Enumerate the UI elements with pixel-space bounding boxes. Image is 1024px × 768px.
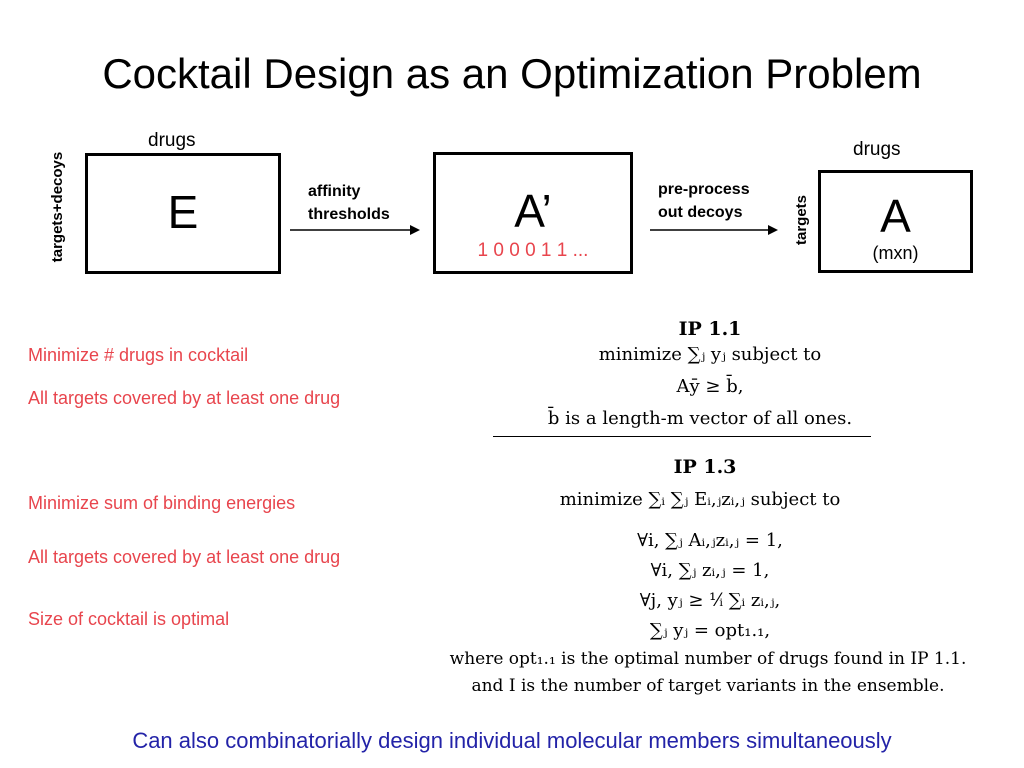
box-e-top-label: drugs [148, 130, 196, 151]
box-a-side-label: targets [793, 194, 810, 246]
matrix-a-prime-letter: A’ [514, 185, 552, 237]
ip-divider [493, 436, 871, 437]
ip13-line-6: where opt₁.₁ is the optimal number of dr… [449, 649, 967, 669]
binary-vector: 1 0 0 0 1 1 ... [477, 240, 589, 261]
matrix-a-box [818, 170, 973, 273]
matrix-a-letter: A [880, 190, 911, 242]
ip11-line-3: b̄ is a length-m vector of all ones. [547, 408, 853, 429]
ip13-line-1: minimize ∑ᵢ ∑ⱼ Eᵢ,ⱼzᵢ,ⱼ subject to [559, 489, 841, 510]
ip13-note-1: Minimize sum of binding energies [28, 493, 296, 513]
arrow-right-icon [650, 225, 778, 235]
matrix-e-letter: E [167, 186, 199, 238]
matrix-a-prime-box [433, 152, 633, 274]
ip11-note-2: All targets covered by at least one drug [28, 388, 341, 408]
arrow1-label-line1: affinity [308, 183, 361, 200]
matrix-a-dims: (mxn) [872, 243, 919, 263]
ip13-heading: IP 1.3 [673, 456, 737, 478]
matrix-e-box [85, 153, 281, 274]
arrow2-label-line1: pre-process [658, 181, 750, 198]
ip11-note-1: Minimize # drugs in cocktail [28, 345, 249, 365]
arrow1-label-line2: thresholds [308, 206, 390, 223]
ip13-line-3: ∀i, ∑ⱼ zᵢ,ⱼ = 1, [650, 560, 770, 581]
ip13-line-5: ∑ⱼ yⱼ = opt₁.₁, [649, 620, 771, 641]
arrow2-label-line2: out decoys [658, 204, 743, 221]
ip11-line-1: minimize ∑ⱼ yⱼ subject to [598, 344, 822, 365]
box-a-top-label: drugs [853, 139, 901, 160]
ip13-note-2: All targets covered by at least one drug [28, 547, 341, 567]
ip13-line-2: ∀i, ∑ⱼ Aᵢ,ⱼzᵢ,ⱼ = 1, [637, 530, 783, 551]
arrow-right-icon [290, 225, 420, 235]
ip13-line-7: and I is the number of target variants i… [471, 676, 945, 696]
ip13-note-3: Size of cocktail is optimal [28, 609, 230, 629]
footer-note: Can also combinatorially design individu… [132, 728, 892, 753]
box-e-side-label: targets+decoys [49, 151, 66, 263]
ip11-heading: IP 1.1 [678, 318, 742, 340]
ip11-line-2: Aȳ ≥ b̄, [676, 376, 744, 397]
ip13-line-4: ∀j, yⱼ ≥ ¹⁄ᵢ ∑ᵢ zᵢ,ⱼ, [639, 590, 781, 611]
slide-title: Cocktail Design as an Optimization Probl… [102, 50, 922, 97]
